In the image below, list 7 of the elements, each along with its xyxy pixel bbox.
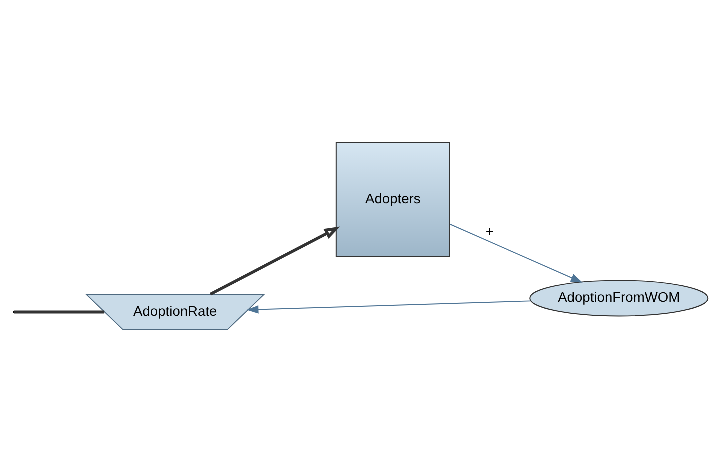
arrow <box>210 226 340 296</box>
node-box: Adopters <box>336 142 450 256</box>
node-ellipse: AdoptionFromWOM <box>530 280 709 316</box>
connector <box>14 310 105 314</box>
edge-label: + <box>486 222 494 239</box>
arrow <box>450 223 583 282</box>
arrow <box>246 300 532 314</box>
